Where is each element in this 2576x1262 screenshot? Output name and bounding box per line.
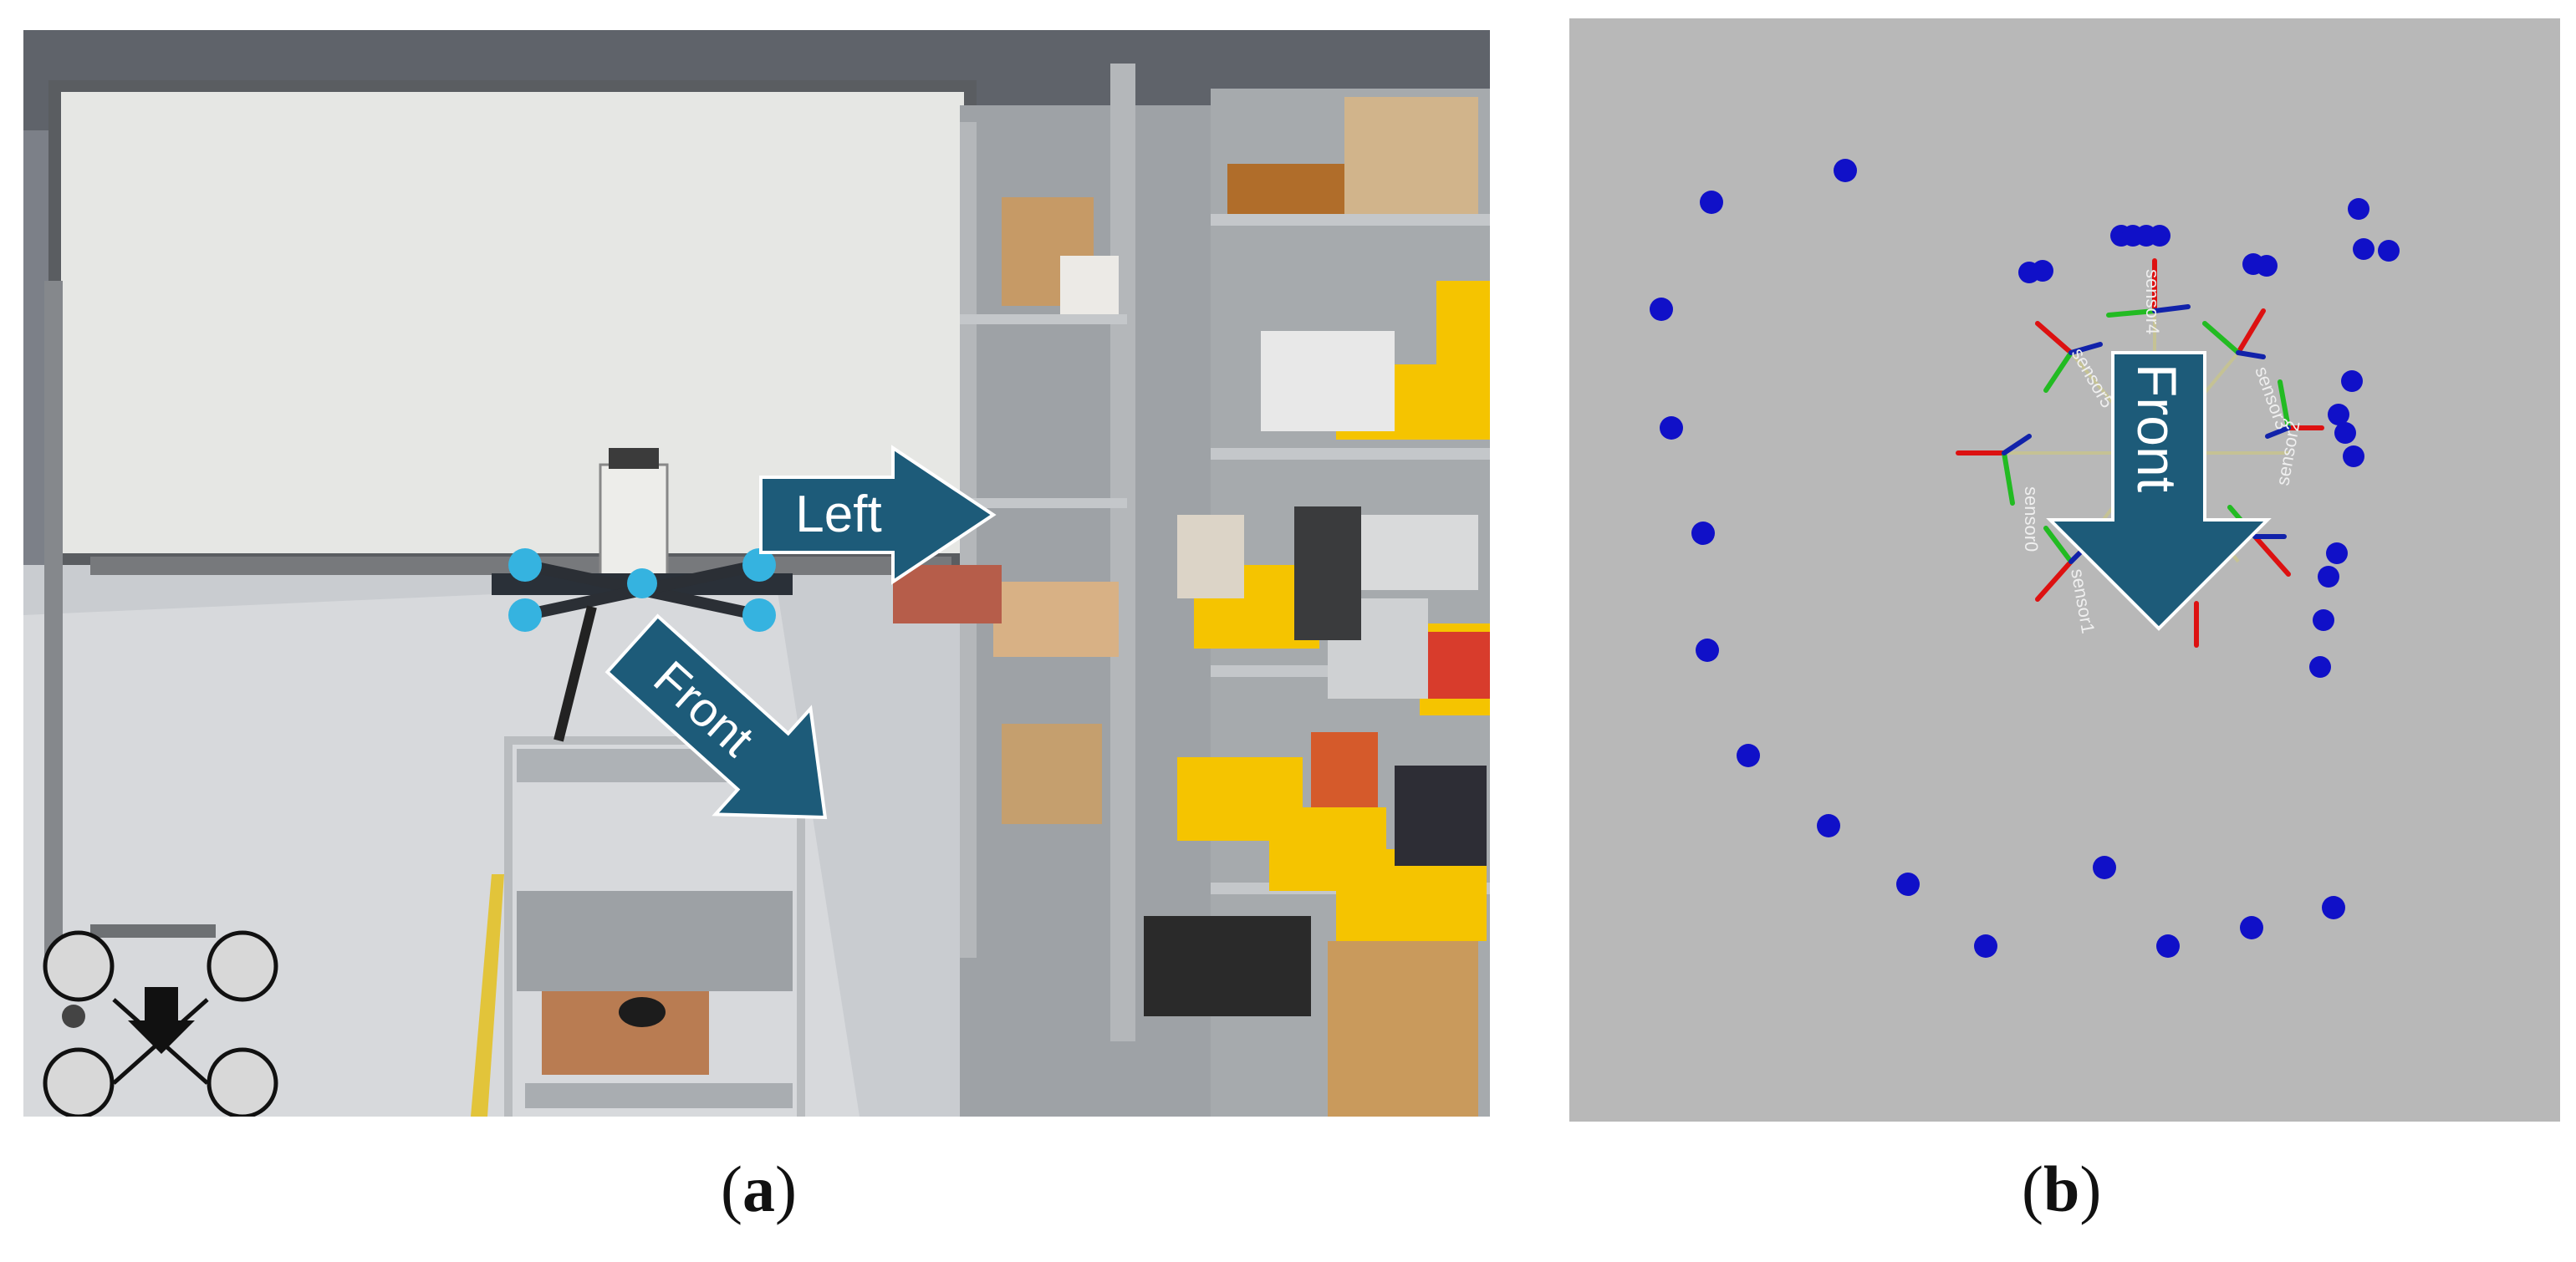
caption-b: (b) bbox=[2022, 1153, 2102, 1225]
marker-point bbox=[1896, 873, 1920, 896]
sensor-label: sensor4 bbox=[2142, 269, 2163, 334]
sensor-frame bbox=[2265, 379, 2324, 439]
marker-point bbox=[2328, 404, 2349, 425]
marker-point bbox=[2149, 225, 2170, 247]
marker-point bbox=[2343, 445, 2364, 467]
marker-point bbox=[2318, 566, 2339, 588]
left-direction-arrow: Left bbox=[759, 445, 997, 585]
marker-point bbox=[2353, 238, 2375, 260]
caption-a: (a) bbox=[721, 1153, 797, 1225]
marker-plot: sensor0 sensor1 sensor2 sensor3 sensor4 … bbox=[1650, 159, 2400, 958]
marker-point bbox=[2341, 370, 2363, 392]
sensor-frame bbox=[2202, 308, 2266, 359]
marker-point bbox=[2313, 609, 2334, 631]
sensor-frame bbox=[2106, 258, 2191, 318]
marker-point bbox=[2032, 260, 2053, 282]
sensor-label: sensor1 bbox=[2067, 567, 2099, 635]
marker-point bbox=[1650, 298, 1673, 321]
marker-points bbox=[1650, 159, 2400, 958]
sensor-label: sensor5 bbox=[2068, 344, 2119, 411]
marker-point bbox=[1660, 416, 1683, 440]
marker-point bbox=[2240, 916, 2263, 939]
sensor-label: sensor0 bbox=[2021, 486, 2042, 552]
sensor-label: sensor3 bbox=[2251, 364, 2293, 432]
front-arrow-label: Front bbox=[2126, 364, 2188, 492]
marker-point bbox=[1691, 522, 1715, 545]
front-direction-arrow: Front bbox=[2046, 351, 2272, 631]
marker-point bbox=[2334, 422, 2356, 444]
marker-point bbox=[2322, 896, 2345, 919]
marker-point bbox=[1696, 639, 1719, 662]
marker-point bbox=[2348, 198, 2369, 220]
sensor-frame bbox=[1956, 434, 2032, 506]
cart bbox=[504, 736, 805, 1117]
sensor-frame bbox=[2035, 321, 2103, 393]
marker-point bbox=[1700, 191, 1723, 214]
shelves bbox=[893, 64, 1490, 1117]
marker-point bbox=[1737, 744, 1760, 767]
lab-scene: Left Front bbox=[23, 30, 1490, 1117]
marker-point bbox=[1817, 814, 1840, 837]
marker-point bbox=[2093, 856, 2116, 879]
marker-point bbox=[1974, 934, 1997, 958]
sensor-frames bbox=[1956, 258, 2324, 648]
marker-point bbox=[2326, 542, 2348, 564]
panel-b-visualization: sensor0 sensor1 sensor2 sensor3 sensor4 … bbox=[1569, 18, 2560, 1122]
drone bbox=[492, 448, 793, 742]
panel-a-photo: Left Front bbox=[23, 30, 1490, 1117]
marker-point bbox=[2378, 240, 2400, 262]
marker-point bbox=[2256, 255, 2278, 277]
marker-point bbox=[1834, 159, 1857, 182]
marker-point bbox=[2309, 656, 2331, 678]
marker-point bbox=[2156, 934, 2180, 958]
quadcopter-top-view-icon bbox=[43, 930, 278, 1117]
left-arrow-label: Left bbox=[795, 486, 881, 543]
